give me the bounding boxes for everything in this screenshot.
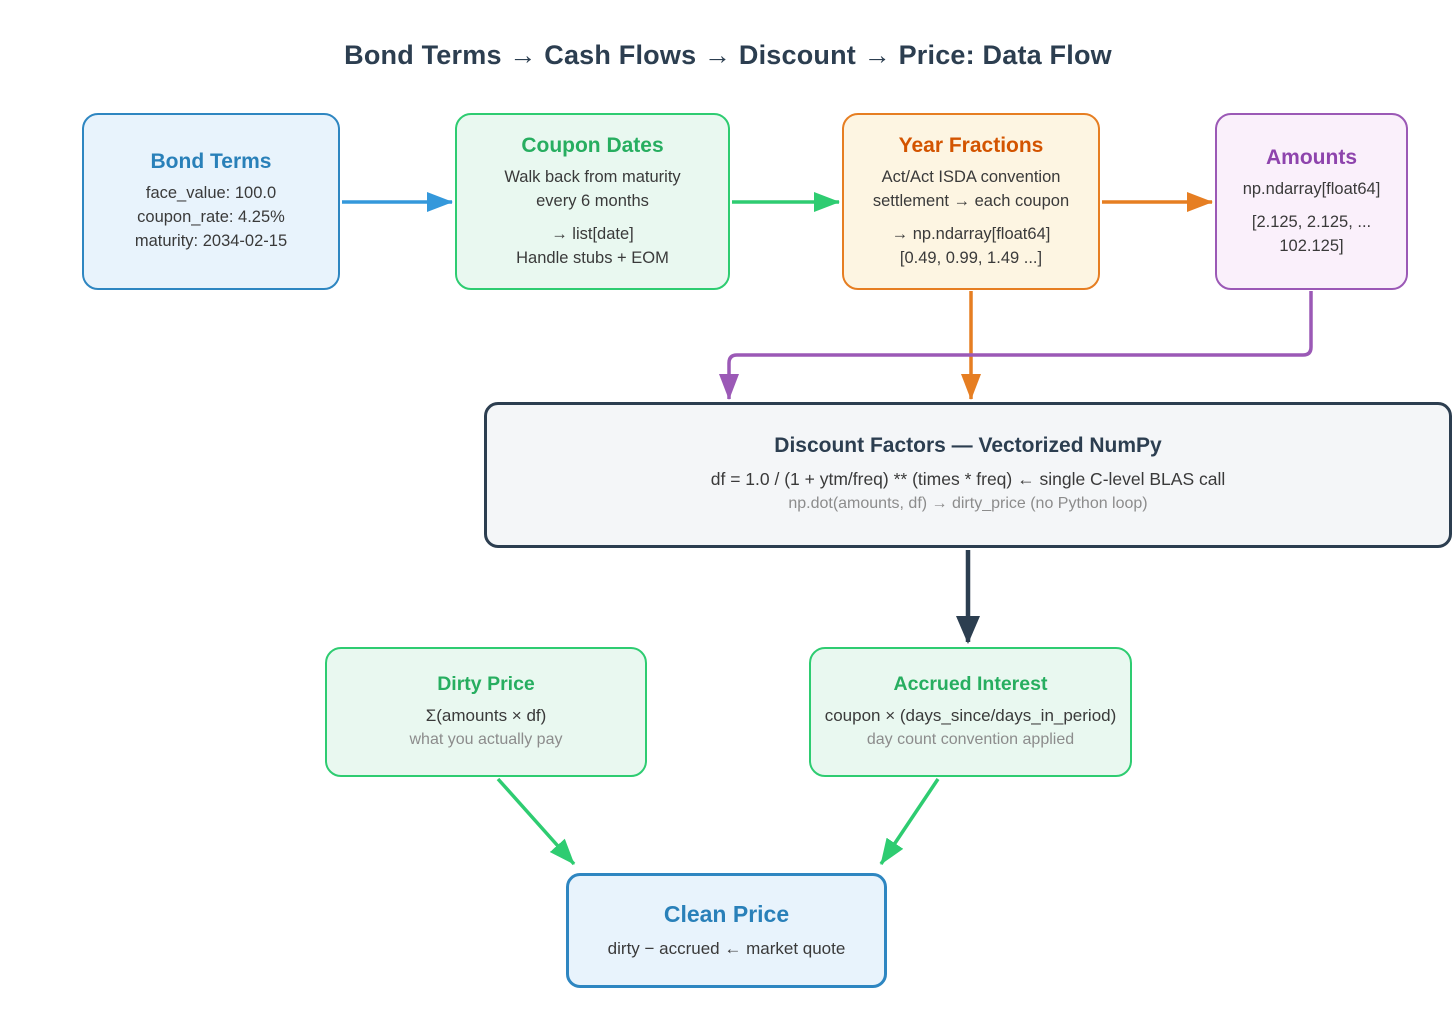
node-accrued-interest-title: Accrued Interest <box>893 672 1048 695</box>
node-accrued-interest: Accrued Interest coupon × (days_since/da… <box>809 647 1132 777</box>
node-dirty-price: Dirty Price Σ(amounts × df) what you act… <box>325 647 647 777</box>
node-clean-price-title: Clean Price <box>663 900 790 927</box>
arrow-dirty-price-to-clean-price <box>496 777 576 866</box>
arrow-amounts-to-discount-factors <box>719 291 1313 400</box>
bond-terms-coupon-rate: coupon_rate: 4.25% <box>137 208 285 226</box>
node-clean-price: Clean Price dirty − accrued ← market quo… <box>566 873 887 988</box>
amounts-line: np.ndarray[float64] <box>1242 179 1381 198</box>
coupon-dates-line: Handle stubs + EOM <box>516 248 669 267</box>
arrow-accrued-interest-to-clean-price <box>879 778 940 865</box>
node-discount-factors-title: Discount Factors — Vectorized NumPy <box>774 434 1162 457</box>
coupon-dates-line: Walk back from maturity <box>504 167 681 186</box>
year-fractions-line: [0.49, 0.99, 1.49 ...] <box>899 248 1043 267</box>
year-fractions-line: Act/Act ISDA convention <box>881 167 1061 186</box>
year-fractions-line: settlement → each coupon <box>872 191 1070 210</box>
node-year-fractions-title: Year Fractions <box>898 133 1044 157</box>
dirty-price-formula: Σ(amounts × df) <box>425 705 547 725</box>
discount-factors-formula: df = 1.0 / (1 + ytm/freq) ** (times * fr… <box>710 469 1226 489</box>
coupon-dates-line: → list[date] <box>551 224 634 243</box>
diagram-title: Bond Terms → Cash Flows → Discount → Pri… <box>344 40 1112 70</box>
year-fractions-line: → np.ndarray[float64] <box>891 224 1051 243</box>
amounts-line: 102.125] <box>1279 236 1344 255</box>
dirty-price-note: what you actually pay <box>409 730 563 748</box>
accrued-interest-note: day count convention applied <box>866 730 1075 748</box>
discount-factors-note: np.dot(amounts, df) → dirty_price (no Py… <box>788 495 1148 512</box>
bond-terms-maturity: maturity: 2034-02-15 <box>134 232 288 250</box>
node-amounts: Amounts np.ndarray[float64] [2.125, 2.12… <box>1215 113 1408 290</box>
node-coupon-dates: Coupon Dates Walk back from maturity eve… <box>455 113 730 290</box>
node-discount-factors: Discount Factors — Vectorized NumPy df =… <box>484 402 1452 548</box>
coupon-dates-line: every 6 months <box>536 191 649 210</box>
node-bond-terms: Bond Terms face_value: 100.0 coupon_rate… <box>82 113 340 290</box>
amounts-line: [2.125, 2.125, ... <box>1251 212 1372 231</box>
node-year-fractions: Year Fractions Act/Act ISDA convention s… <box>842 113 1100 290</box>
clean-price-formula: dirty − accrued ← market quote <box>607 938 846 958</box>
node-dirty-price-title: Dirty Price <box>437 672 535 695</box>
bond-terms-face-value: face_value: 100.0 <box>145 184 277 202</box>
node-amounts-title: Amounts <box>1266 145 1357 169</box>
accrued-interest-formula: coupon × (days_since/days_in_period) <box>824 705 1117 725</box>
node-coupon-dates-title: Coupon Dates <box>521 133 664 157</box>
node-bond-terms-title: Bond Terms <box>150 150 272 173</box>
